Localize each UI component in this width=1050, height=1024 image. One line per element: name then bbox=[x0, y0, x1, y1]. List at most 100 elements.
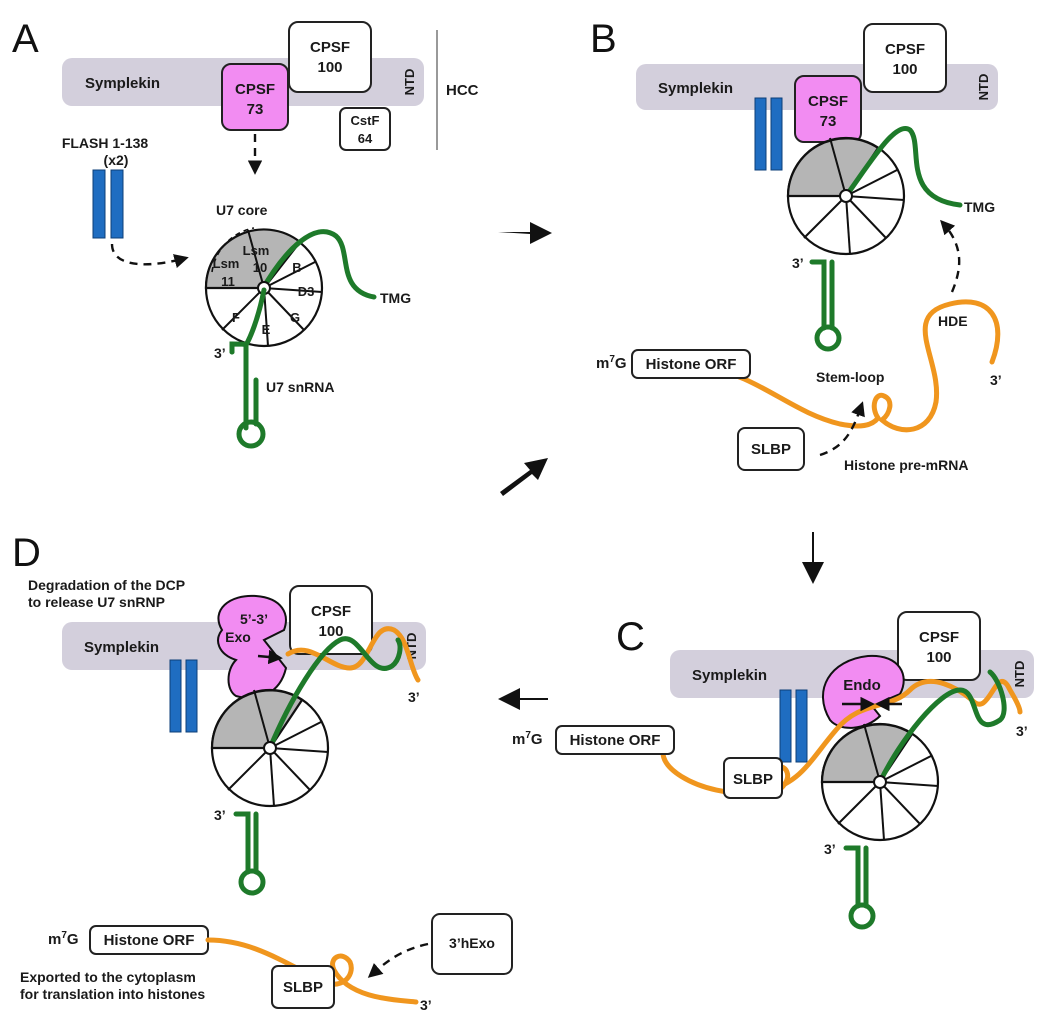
ntd-label: NTD bbox=[402, 69, 417, 96]
cpsf100-line2: 100 bbox=[318, 623, 343, 640]
histone-orf-label: Histone ORF bbox=[646, 356, 737, 373]
hexo-label: 3’hExo bbox=[449, 935, 495, 951]
subunit-d3: D3 bbox=[298, 284, 315, 299]
slbp-box bbox=[271, 965, 335, 1009]
panel-a: A Symplekin NTD HCC CPSF 100 CPSF 73 Cst… bbox=[12, 17, 479, 449]
panel-b: B Symplekin NTD CPSF 100 CPSF 73 TMG 3’ … bbox=[590, 17, 1002, 473]
histone-pre-mrna-label: Histone pre-mRNA bbox=[844, 457, 968, 473]
m7g-cap: m7G bbox=[48, 930, 79, 948]
end-3prime-label: 3’ bbox=[420, 997, 432, 1013]
spoke-5 bbox=[879, 781, 885, 841]
symplekin-label: Symplekin bbox=[85, 75, 160, 92]
hexo-box bbox=[431, 913, 513, 975]
flash-bar-1 bbox=[169, 659, 182, 733]
flash-bar-2 bbox=[795, 689, 808, 763]
slbp-label: SLBP bbox=[283, 979, 323, 996]
mrna-3prime-label: 3’ bbox=[990, 372, 1002, 388]
u7-3prime-label: 3’ bbox=[214, 345, 226, 361]
arrow-a-to-b-lower bbox=[500, 458, 548, 496]
flash-label-line2: (x2) bbox=[104, 152, 129, 168]
cpsf73-line2: 73 bbox=[247, 101, 264, 118]
spoke-6 bbox=[837, 781, 881, 825]
flash-binding-arrow bbox=[110, 243, 189, 269]
symplekin-label: Symplekin bbox=[84, 639, 159, 656]
lsm11-line2: 11 bbox=[221, 274, 235, 289]
lsm11-line1: Lsm bbox=[213, 256, 240, 271]
cpsf100-line1: CPSF bbox=[885, 41, 925, 58]
spoke-1 bbox=[829, 137, 847, 197]
ntd-label: NTD bbox=[1012, 661, 1027, 688]
spoke-3 bbox=[879, 781, 939, 787]
caption-line2: to release U7 snRNP bbox=[28, 594, 165, 610]
spoke-5 bbox=[845, 195, 851, 255]
spoke-3 bbox=[263, 287, 323, 293]
flash-bar-1 bbox=[92, 169, 106, 239]
arrow-b-to-c bbox=[802, 532, 824, 584]
u7-snrna-loop bbox=[238, 868, 266, 896]
tmg-label: TMG bbox=[964, 199, 995, 215]
core-hub bbox=[839, 189, 853, 203]
slbp-box bbox=[723, 757, 783, 799]
spoke-3 bbox=[845, 195, 905, 201]
slbp-box bbox=[737, 427, 805, 471]
spoke-6 bbox=[221, 287, 265, 331]
exo-pacman bbox=[217, 594, 288, 699]
panel-a-letter: A bbox=[12, 17, 39, 61]
mrna-3prime-label: 3’ bbox=[1016, 723, 1028, 739]
cpsf73-line1: CPSF bbox=[235, 81, 275, 98]
cpsf100-box bbox=[863, 23, 947, 93]
spoke-1 bbox=[863, 723, 881, 783]
slbp-binding-arrow bbox=[819, 401, 865, 457]
spoke-6 bbox=[803, 195, 847, 239]
hde-binding-arrow bbox=[940, 219, 961, 293]
hcc-label: HCC bbox=[446, 82, 479, 99]
cpsf100-line1: CPSF bbox=[311, 603, 351, 620]
u7-core-label: U7 core bbox=[216, 202, 268, 218]
cstf64-box bbox=[339, 107, 391, 151]
m7g-cap: m7G bbox=[596, 354, 627, 372]
core-hub bbox=[263, 741, 277, 755]
symplekin-label: Symplekin bbox=[658, 80, 733, 97]
flash-bar-2 bbox=[770, 97, 783, 171]
histone-orf-label: Histone ORF bbox=[570, 732, 661, 749]
cpsf100-box bbox=[288, 21, 372, 93]
u7-snrna-5prime-strand bbox=[259, 229, 377, 300]
arrow-a-to-b bbox=[498, 222, 552, 244]
export-line1: Exported to the cytoplasm bbox=[20, 969, 196, 985]
spoke-1 bbox=[253, 689, 271, 749]
panel-d-letter: D bbox=[12, 531, 41, 575]
core-hub bbox=[873, 775, 887, 789]
cpsf100-line2: 100 bbox=[926, 649, 951, 666]
flash-bar-2 bbox=[110, 169, 124, 239]
cpsf73-line1: CPSF bbox=[808, 93, 848, 110]
histone-orf-label: Histone ORF bbox=[104, 932, 195, 949]
hde-label: HDE bbox=[938, 313, 968, 329]
symplekin-label: Symplekin bbox=[692, 667, 767, 684]
cpsf100-box bbox=[289, 585, 373, 655]
panel-d: D Degradation of the DCP to release U7 s… bbox=[12, 531, 513, 1013]
subunit-e: E bbox=[262, 322, 271, 337]
flash-bar-1 bbox=[754, 97, 767, 171]
histone-orf-box bbox=[555, 725, 675, 755]
subunit-g: G bbox=[290, 310, 300, 325]
u7-snrna-stem bbox=[809, 259, 835, 331]
hexo-binding-arrow bbox=[367, 942, 429, 978]
panel-c-letter: C bbox=[616, 615, 645, 659]
flow-arrows bbox=[498, 222, 824, 710]
lsm-dashed-border bbox=[211, 227, 255, 273]
subunit-b: B bbox=[292, 260, 301, 275]
slbp-label: SLBP bbox=[733, 771, 773, 788]
u7-snrna-loop bbox=[848, 902, 876, 930]
lsm10-line2: 10 bbox=[253, 260, 267, 275]
spoke-6 bbox=[227, 747, 271, 791]
cstf64-line1: CstF bbox=[351, 113, 380, 128]
exo-line2: Exo bbox=[225, 629, 251, 645]
exo-direction-arrow bbox=[257, 649, 283, 665]
u7-3prime-label: 3’ bbox=[214, 807, 226, 823]
flash-bar-1 bbox=[779, 689, 792, 763]
u7-snrna-5prime-strand bbox=[877, 669, 1007, 785]
u7-3prime-label: 3’ bbox=[792, 255, 804, 271]
cpsf73-line2: 73 bbox=[820, 113, 837, 130]
spoke-2 bbox=[879, 755, 932, 783]
